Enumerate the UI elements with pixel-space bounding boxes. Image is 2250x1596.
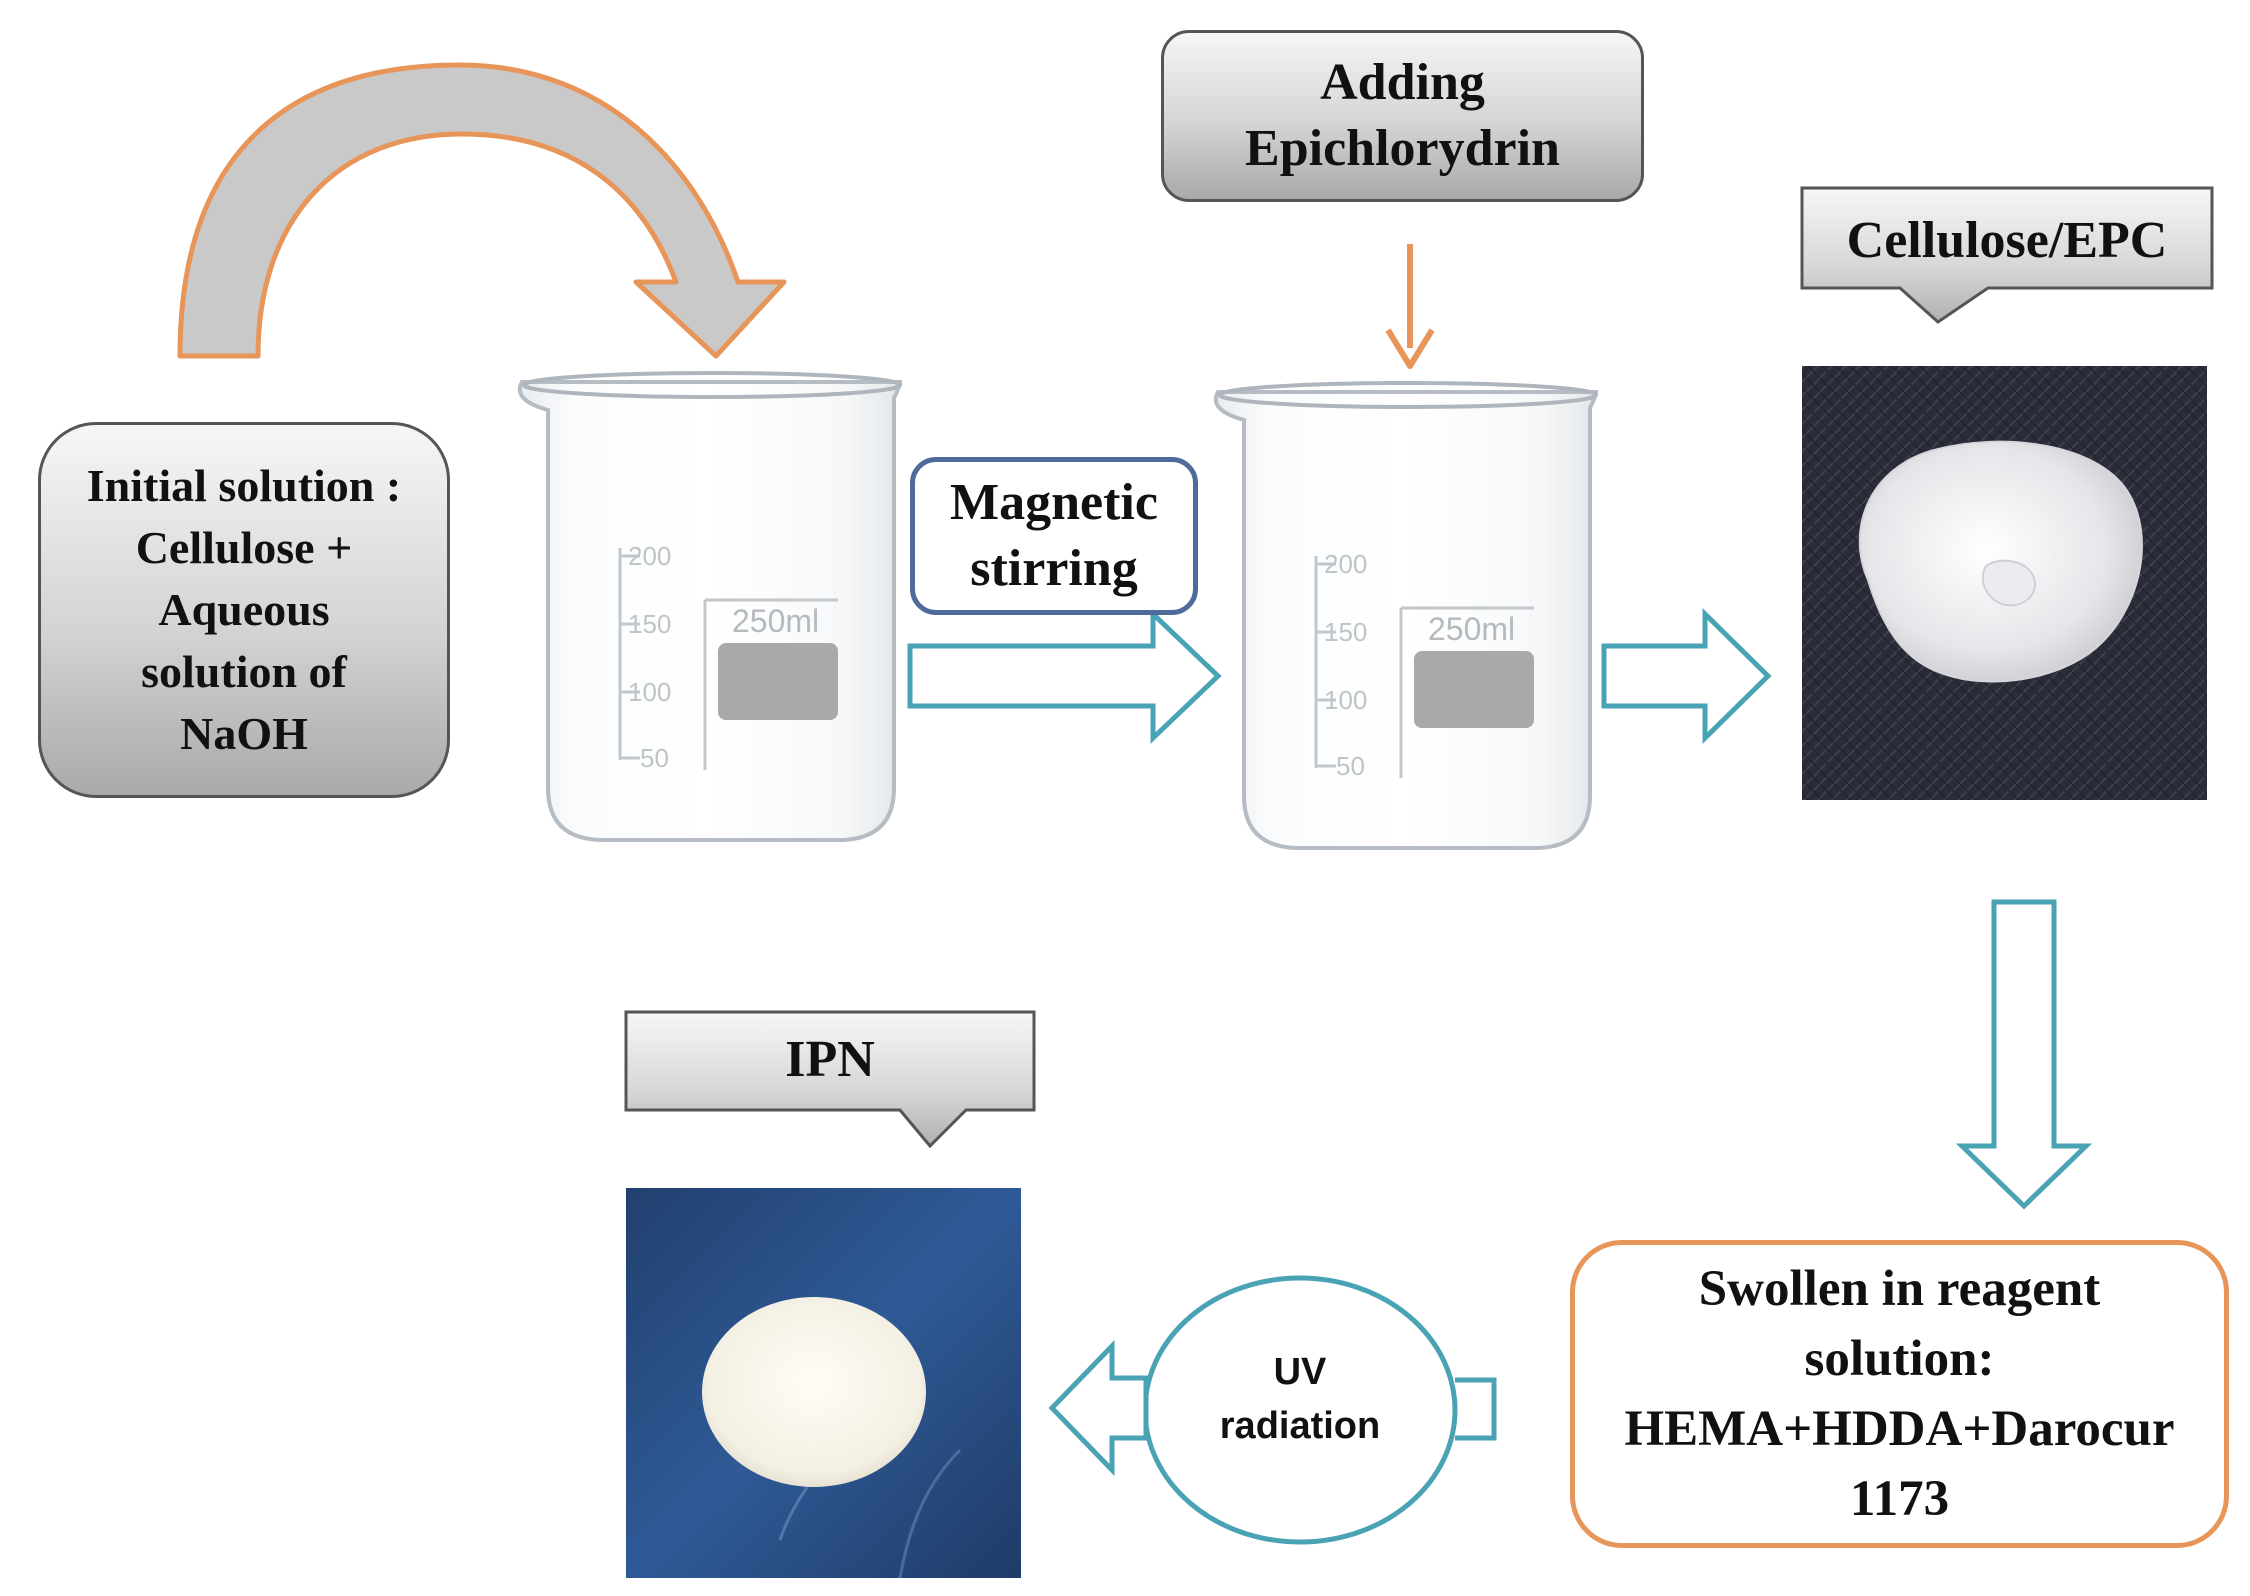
beaker-2-label-patch	[1414, 651, 1534, 728]
beaker-2-capacity: 250ml	[1428, 611, 1515, 647]
beaker-1-capacity: 250ml	[732, 603, 819, 639]
beaker-1: 200 150 100 50 250ml	[517, 371, 903, 842]
initial-solution-line-5: NaOH	[180, 708, 308, 759]
ipn-photo	[626, 1188, 1021, 1579]
initial-solution-box: Initial solution : Cellulose + Aqueous s…	[38, 422, 450, 798]
initial-solution-line-2: Cellulose +	[135, 522, 353, 573]
adding-line-1: Adding	[1320, 54, 1485, 111]
swollen-line-2: solution:	[1804, 1331, 1995, 1387]
beaker-1-mark-150: 150	[628, 609, 671, 639]
beaker-1-label-patch	[718, 643, 838, 720]
beaker-2-mark-200: 200	[1324, 549, 1367, 579]
arrow-beaker1-to-beaker2	[907, 608, 1222, 744]
initial-solution-line-1: Initial solution :	[86, 460, 402, 511]
beaker-1-mark-200: 200	[628, 541, 671, 571]
beaker-2: 200 150 100 50 250ml	[1213, 381, 1599, 850]
orange-down-arrow	[1385, 244, 1435, 369]
swollen-reagent-box: Swollen in reagent solution: HEMA+HDDA+D…	[1570, 1240, 2229, 1548]
ipn-callout	[624, 1010, 1036, 1149]
magnetic-stirring-box: Magnetic stirring	[910, 457, 1198, 615]
beaker-2-mark-150: 150	[1324, 617, 1367, 647]
uv-line-2: radiation	[1219, 1405, 1381, 1447]
adding-epichlorydrin-box: Adding Epichlorydrin	[1161, 30, 1644, 202]
cellulose-epc-callout	[1800, 186, 2214, 324]
ipn-label: IPN	[785, 1031, 875, 1088]
arrow-photo-to-swollen	[1955, 899, 2093, 1210]
curved-arrow-to-beaker	[177, 62, 787, 359]
arrow-uv-to-ipn	[1048, 1339, 1149, 1477]
ipn-pellet	[702, 1297, 926, 1487]
arrow-beaker2-to-photo	[1601, 608, 1772, 744]
magnetic-line-2: stirring	[970, 540, 1138, 597]
swollen-line-3: HEMA+HDDA+Darocur	[1624, 1401, 2175, 1457]
magnetic-line-1: Magnetic	[950, 474, 1158, 531]
uv-radiation-label: UV radiation	[1150, 1345, 1450, 1453]
beaker-1-mark-100: 100	[628, 677, 671, 707]
uv-line-1: UV	[1273, 1351, 1327, 1393]
cellulose-epc-photo	[1802, 366, 2207, 800]
initial-solution-line-4: solution of	[141, 646, 347, 697]
beaker-1-mark-50: 50	[640, 743, 669, 773]
cellulose-epc-label: Cellulose/EPC	[1846, 212, 2168, 269]
adding-line-2: Epichlorydrin	[1245, 120, 1560, 177]
beaker-2-mark-50: 50	[1336, 751, 1365, 781]
beaker-2-mark-100: 100	[1324, 685, 1367, 715]
uv-radiation-node	[1142, 1275, 1497, 1545]
initial-solution-line-3: Aqueous	[158, 584, 330, 635]
swollen-line-4: 1173	[1849, 1471, 1950, 1527]
swollen-line-1: Swollen in reagent	[1698, 1261, 2101, 1317]
